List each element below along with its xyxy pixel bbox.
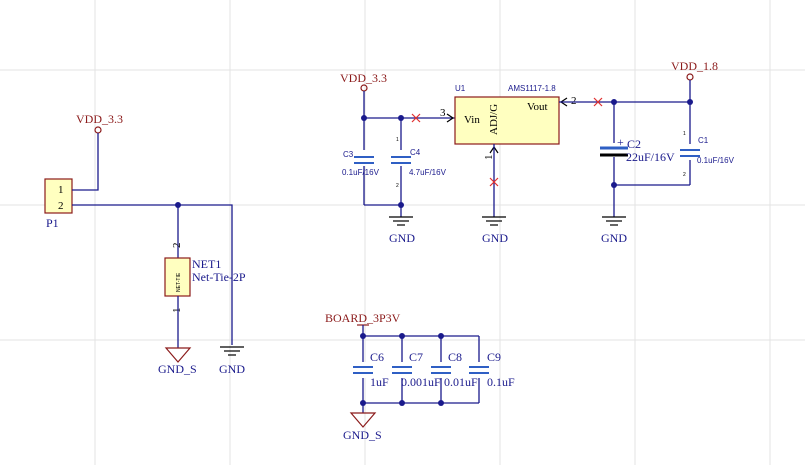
ground-label: GND	[482, 231, 508, 245]
ground-gnd-output[interactable]: GND	[601, 216, 627, 245]
capacitor-c1[interactable]: C1 0.1uF/16V 1 2	[680, 131, 735, 178]
regulator-part: AMS1117-1.8	[508, 84, 556, 93]
power-port-symbol	[686, 73, 694, 81]
capacitor-designator: C1	[698, 136, 709, 145]
net-tie-designator: NET1	[192, 257, 221, 271]
power-port-vdd33-input[interactable]: VDD_3.3	[340, 71, 387, 92]
pin-arrow-icon	[446, 113, 455, 123]
capacitor-c6[interactable]: C6 1uF	[353, 350, 389, 389]
regulator-pin-vout-num: 2	[571, 95, 577, 107]
capacitor-c9[interactable]: C9 0.1uF	[469, 350, 515, 389]
connector-pin-1: 1	[58, 184, 64, 196]
junction-dot	[399, 400, 405, 406]
power-port-symbol	[94, 126, 102, 134]
capacitor-designator: C3	[343, 150, 354, 159]
capacitor-c4[interactable]: C4 4.7uF/16V 1 2	[391, 137, 447, 189]
ground-triangle-icon	[349, 412, 377, 428]
capacitor-pin-top: 1	[683, 131, 686, 137]
connector-designator: P1	[46, 216, 59, 230]
capacitor-designator: C4	[410, 148, 421, 157]
regulator-pin-adj-num: 1	[483, 155, 495, 161]
junction-dot	[399, 333, 405, 339]
capacitor-value: 0.1uF	[487, 375, 515, 389]
junction-dot	[438, 400, 444, 406]
net-tie-pin-top: 2	[171, 243, 183, 249]
capacitor-designator: C2	[627, 137, 641, 151]
net-tie-body-text: NET-TIE	[176, 272, 182, 292]
capacitor-c8[interactable]: C8 0.01uF	[431, 350, 478, 389]
capacitor-value: 0.1uF/16V	[342, 168, 380, 177]
no-connect-marker	[593, 97, 603, 107]
ground-gnd-s-left[interactable]: GND_S	[158, 347, 197, 376]
junction-dot	[360, 333, 366, 339]
junction-dot	[361, 115, 367, 121]
no-connect-marker	[489, 177, 499, 187]
regulator-u1[interactable]: U1 AMS1117-1.8 Vin Vout ADJ/G 3 2 1	[440, 84, 577, 160]
capacitor-pin-bottom: 2	[396, 183, 399, 189]
net-tie-net1[interactable]: NET-TIE 2 1 NET1 Net-Tie-2P	[164, 243, 246, 314]
net-tie-pin-bottom: 1	[171, 308, 183, 314]
capacitor-value: 0.001uF	[401, 375, 441, 389]
capacitor-designator: C8	[448, 350, 462, 364]
capacitor-value: 22uF/16V	[626, 150, 675, 164]
connector-body[interactable]	[44, 178, 73, 214]
capacitor-c2[interactable]: + C2 22uF/16V	[600, 135, 675, 164]
power-port-symbol	[360, 84, 368, 92]
ground-gnd-regulator[interactable]: GND	[482, 216, 508, 245]
power-port-label: BOARD_3P3V	[325, 311, 401, 325]
regulator-body[interactable]	[454, 96, 560, 145]
junction-dot	[438, 333, 444, 339]
no-connect-marker	[411, 113, 421, 123]
capacitor-designator: C6	[370, 350, 384, 364]
wire-p1-pin2	[72, 204, 233, 345]
power-port-board3p3v[interactable]: BOARD_3P3V	[325, 311, 401, 326]
ground-gnd-left[interactable]: GND	[219, 346, 245, 376]
connector-pin-2: 2	[58, 200, 64, 212]
capacitor-value: 1uF	[370, 375, 389, 389]
wire-vdd-to-p1	[72, 133, 99, 191]
connector-p1[interactable]: 1 2 P1	[44, 178, 73, 230]
ground-label: GND_S	[158, 362, 197, 376]
capacitor-pin-bottom: 2	[683, 172, 686, 178]
ground-triangle-icon	[164, 347, 192, 363]
regulator-pin-vout-name: Vout	[527, 101, 548, 113]
regulator-designator: U1	[455, 84, 466, 93]
power-port-vdd33-left[interactable]: VDD_3.3	[76, 112, 123, 134]
capacitor-designator: C7	[409, 350, 423, 364]
regulator-pin-vin-num: 3	[440, 107, 446, 119]
power-port-label: VDD_1.8	[671, 59, 718, 73]
capacitor-value: 0.01uF	[444, 375, 478, 389]
power-port-label: VDD_3.3	[76, 112, 123, 126]
capacitor-c3[interactable]: C3 0.1uF/16V	[342, 150, 380, 177]
ground-label: GND_S	[343, 428, 382, 442]
junction-dot	[611, 182, 617, 188]
power-port-label: VDD_3.3	[340, 71, 387, 85]
capacitor-value: 4.7uF/16V	[409, 168, 447, 177]
junction-dot	[360, 400, 366, 406]
net-tie-value: Net-Tie-2P	[192, 270, 246, 284]
capacitor-polarity: +	[617, 135, 624, 149]
regulator-pin-vin-name: Vin	[464, 114, 480, 126]
ground-label: GND	[389, 231, 415, 245]
ground-gnd-input[interactable]: GND	[389, 216, 415, 245]
regulator-pin-adj-name: ADJ/G	[488, 104, 500, 135]
capacitor-c7[interactable]: C7 0.001uF	[392, 350, 441, 389]
ground-label: GND	[601, 231, 627, 245]
capacitor-value: 0.1uF/16V	[697, 156, 735, 165]
capacitor-designator: C9	[487, 350, 501, 364]
capacitor-pin-top: 1	[396, 137, 399, 143]
power-port-vdd18[interactable]: VDD_1.8	[671, 59, 718, 81]
ground-label: GND	[219, 362, 245, 376]
ground-gnd-s-board[interactable]: GND_S	[343, 412, 382, 442]
